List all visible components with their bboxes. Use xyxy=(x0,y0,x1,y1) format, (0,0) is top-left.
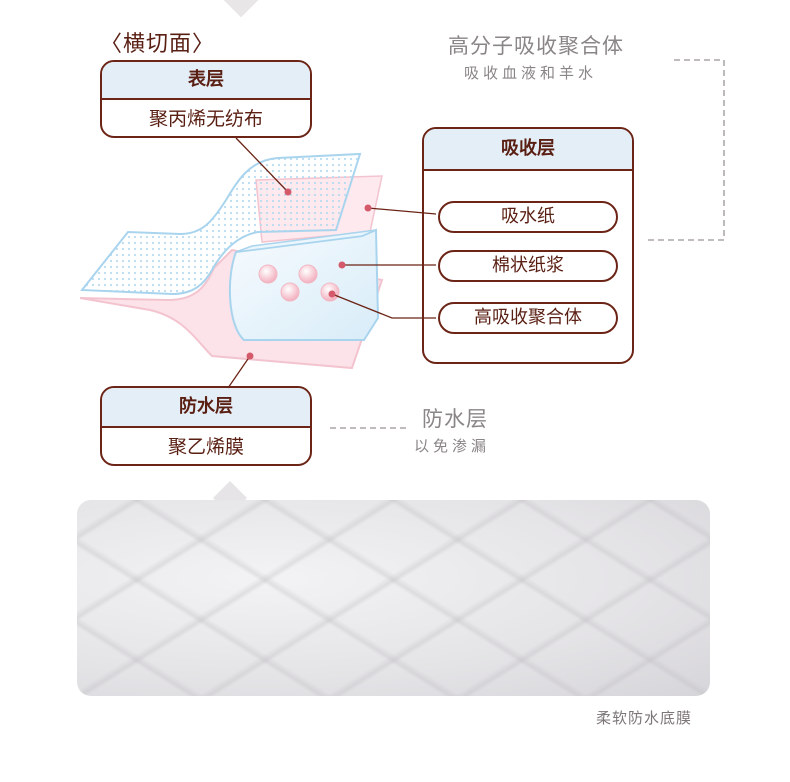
polymer-bead xyxy=(281,283,299,301)
photo-caption: 柔软防水底膜 xyxy=(596,707,692,728)
polymer-note-title: 高分子吸收聚合体 xyxy=(448,30,624,60)
leader-waterproof xyxy=(228,356,250,388)
polymer-bead xyxy=(299,265,317,283)
polymer-note-subtitle: 吸收血液和羊水 xyxy=(464,62,597,83)
leader-dot xyxy=(329,291,336,298)
cross-section-illustration xyxy=(0,0,790,500)
waterproof-note-title: 防水层 xyxy=(422,403,488,433)
leader-dot xyxy=(365,205,372,212)
polymer-bead xyxy=(259,265,277,283)
leader-dot xyxy=(247,353,254,360)
waterproof-note-subtitle: 以免渗漏 xyxy=(414,435,490,456)
leader-dot xyxy=(339,262,346,269)
polymer-note-bracket xyxy=(646,60,724,240)
leader-paper xyxy=(368,208,436,214)
quilted-film-photo xyxy=(77,500,710,696)
leader-dot xyxy=(285,189,292,196)
